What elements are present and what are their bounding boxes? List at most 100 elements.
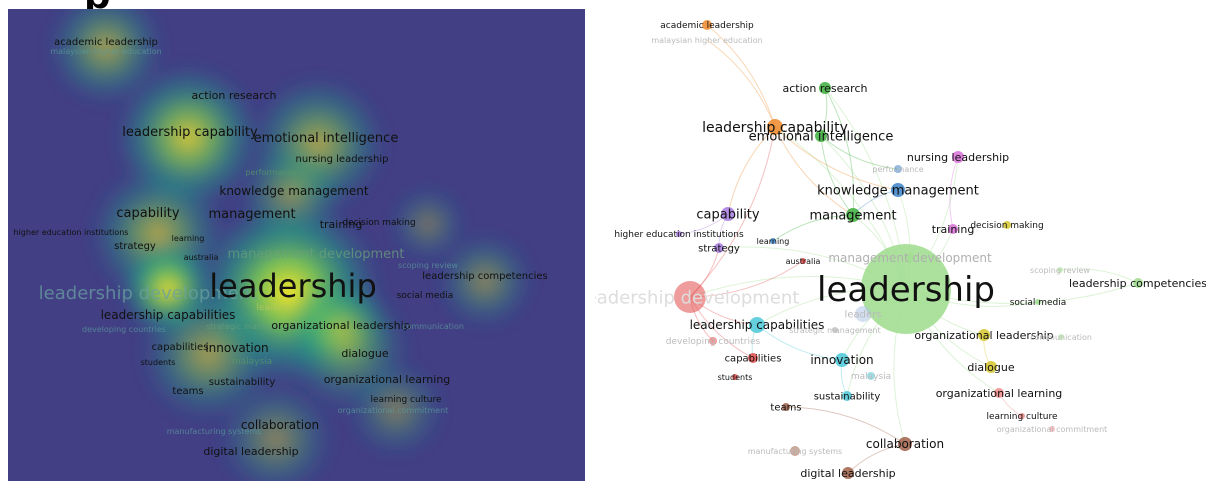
network-node-teams[interactable] xyxy=(782,403,790,411)
network-label-academic-leadership: academic leadership xyxy=(660,21,754,31)
network-edge xyxy=(706,39,776,128)
network-node-emotional-intelligence[interactable] xyxy=(815,130,827,142)
density-label-organizational-learning: organizational learning xyxy=(324,373,451,386)
density-label-emotional-intelligence: emotional intelligence xyxy=(254,131,399,146)
network-node-developing-countries[interactable] xyxy=(709,337,717,345)
network-node-scoping-review[interactable] xyxy=(1057,267,1063,273)
network-edge xyxy=(689,126,776,298)
network-node-organizational-leadership[interactable] xyxy=(978,329,990,341)
network-label-scoping-review: scoping review xyxy=(1030,266,1090,275)
density-label-management: management xyxy=(208,207,295,222)
density-label-knowledge-management: knowledge management xyxy=(219,184,369,198)
density-label-malaysia: malaysia xyxy=(232,357,272,367)
density-label-capability: capability xyxy=(116,206,180,221)
network-label-sustainability: sustainability xyxy=(814,392,881,403)
network-label-teams: teams xyxy=(770,403,801,414)
network-node-performance[interactable] xyxy=(894,165,902,173)
density-hotspots xyxy=(46,9,535,481)
network-label-malaysian-higher-education: malaysian higher education xyxy=(651,36,762,45)
density-label-performance: performance xyxy=(245,168,296,177)
network-label-digital-leadership: digital leadership xyxy=(800,467,895,480)
density-label-innovation: innovation xyxy=(205,341,268,355)
network-label-dialogue: dialogue xyxy=(967,361,1015,374)
network-label-leadership-competencies: leadership competencies xyxy=(1069,277,1206,290)
network-node-organizational-commitment[interactable] xyxy=(1049,426,1055,432)
density-label-higher-education-institutions: higher education institutions xyxy=(14,228,129,237)
density-label-collaboration: collaboration xyxy=(241,418,319,432)
network-node-leadership-development[interactable] xyxy=(674,281,706,313)
network-label-capabilities: capabilities xyxy=(725,354,782,365)
density-label-malaysian-higher-education: malaysian higher education xyxy=(50,47,161,56)
network-node-communication[interactable] xyxy=(1058,334,1064,340)
network-node-innovation[interactable] xyxy=(835,353,849,367)
network-edge xyxy=(774,126,854,216)
network-node-organizational-learning[interactable] xyxy=(994,388,1004,398)
network-node-academic-leadership[interactable] xyxy=(702,20,712,30)
density-label-teams: teams xyxy=(172,386,203,397)
density-label-social-media: social media xyxy=(397,291,454,301)
density-label-strategy: strategy xyxy=(114,241,156,252)
network-node-management[interactable] xyxy=(846,208,860,222)
network-node-strategic-management[interactable] xyxy=(832,327,838,333)
network-visualization-panel: academic leadership malaysian higher educ… xyxy=(595,0,1206,481)
network-edge xyxy=(1059,268,1139,284)
network-label-leadership-capabilities: leadership capabilities xyxy=(690,318,825,332)
density-label-management-development: management development xyxy=(228,247,405,262)
network-node-higher-education-institutions[interactable] xyxy=(676,231,682,237)
network-labels: academic leadership malaysian higher educ… xyxy=(595,21,1206,480)
network-node-collaboration[interactable] xyxy=(898,437,912,451)
network-node-leaders[interactable] xyxy=(855,306,871,322)
network-node-dialogue[interactable] xyxy=(985,361,997,373)
network-label-organizational-leadership: organizational leadership xyxy=(914,329,1053,342)
network-node-malaysia[interactable] xyxy=(867,372,875,380)
density-hotspot xyxy=(286,274,396,384)
network-node-australia[interactable] xyxy=(800,258,806,264)
network-label-innovation: innovation xyxy=(810,353,873,367)
network-node-strategy[interactable] xyxy=(714,243,724,253)
network-node-leadership-capability[interactable] xyxy=(767,119,783,135)
network-edge xyxy=(774,126,899,191)
density-label-organizational-commitment: organizational commitment xyxy=(338,406,449,415)
network-label-higher-education-institutions: higher education institutions xyxy=(614,230,744,240)
density-label-students: students xyxy=(141,358,176,367)
density-label-nursing-leadership: nursing leadership xyxy=(296,154,389,165)
network-node-sustainability[interactable] xyxy=(842,391,852,401)
network-node-students[interactable] xyxy=(732,374,738,380)
network-label-capability: capability xyxy=(696,208,760,223)
network-node-capabilities[interactable] xyxy=(748,353,758,363)
density-label-dialogue: dialogue xyxy=(341,347,389,360)
network-label-performance: performance xyxy=(872,165,923,174)
network-node-learning-culture[interactable] xyxy=(1019,413,1025,419)
network-node-capability[interactable] xyxy=(721,207,735,221)
density-hotspot xyxy=(388,184,468,264)
network-node-knowledge-management[interactable] xyxy=(891,183,905,197)
network-node-leadership-capabilities[interactable] xyxy=(749,317,765,333)
network-edge xyxy=(727,126,776,215)
network-node-learning[interactable] xyxy=(770,238,776,244)
network-label-organizational-commitment: organizational commitment xyxy=(997,425,1108,434)
density-label-leadership-competencies: leadership competencies xyxy=(422,271,547,282)
density-hotspot xyxy=(46,9,166,107)
network-label-management: management xyxy=(809,209,896,224)
density-label-digital-leadership: digital leadership xyxy=(203,445,298,458)
density-label-action-research: action research xyxy=(192,89,277,102)
density-label-strategic-management: strategic management xyxy=(206,322,297,331)
density-label-developing-countries: developing countries xyxy=(82,325,166,334)
density-hotspot xyxy=(216,379,336,481)
network-node-manufacturing-systems[interactable] xyxy=(790,446,800,456)
network-node-training[interactable] xyxy=(948,224,958,234)
network-node-digital-leadership[interactable] xyxy=(842,467,854,479)
network-node-action-research[interactable] xyxy=(819,82,831,94)
network-map: academic leadership malaysian higher educ… xyxy=(595,20,1206,480)
density-label-training: training xyxy=(320,218,363,231)
network-label-communication: communication xyxy=(1030,333,1092,342)
network-node-decision-making[interactable] xyxy=(1003,221,1011,229)
network-node-leadership[interactable] xyxy=(861,244,951,334)
density-label-sustainability: sustainability xyxy=(209,377,276,388)
network-edge xyxy=(785,406,906,445)
network-node-nursing-leadership[interactable] xyxy=(952,151,964,163)
network-node-leadership-competencies[interactable] xyxy=(1133,278,1143,288)
network-node-social-media[interactable] xyxy=(1035,299,1041,305)
